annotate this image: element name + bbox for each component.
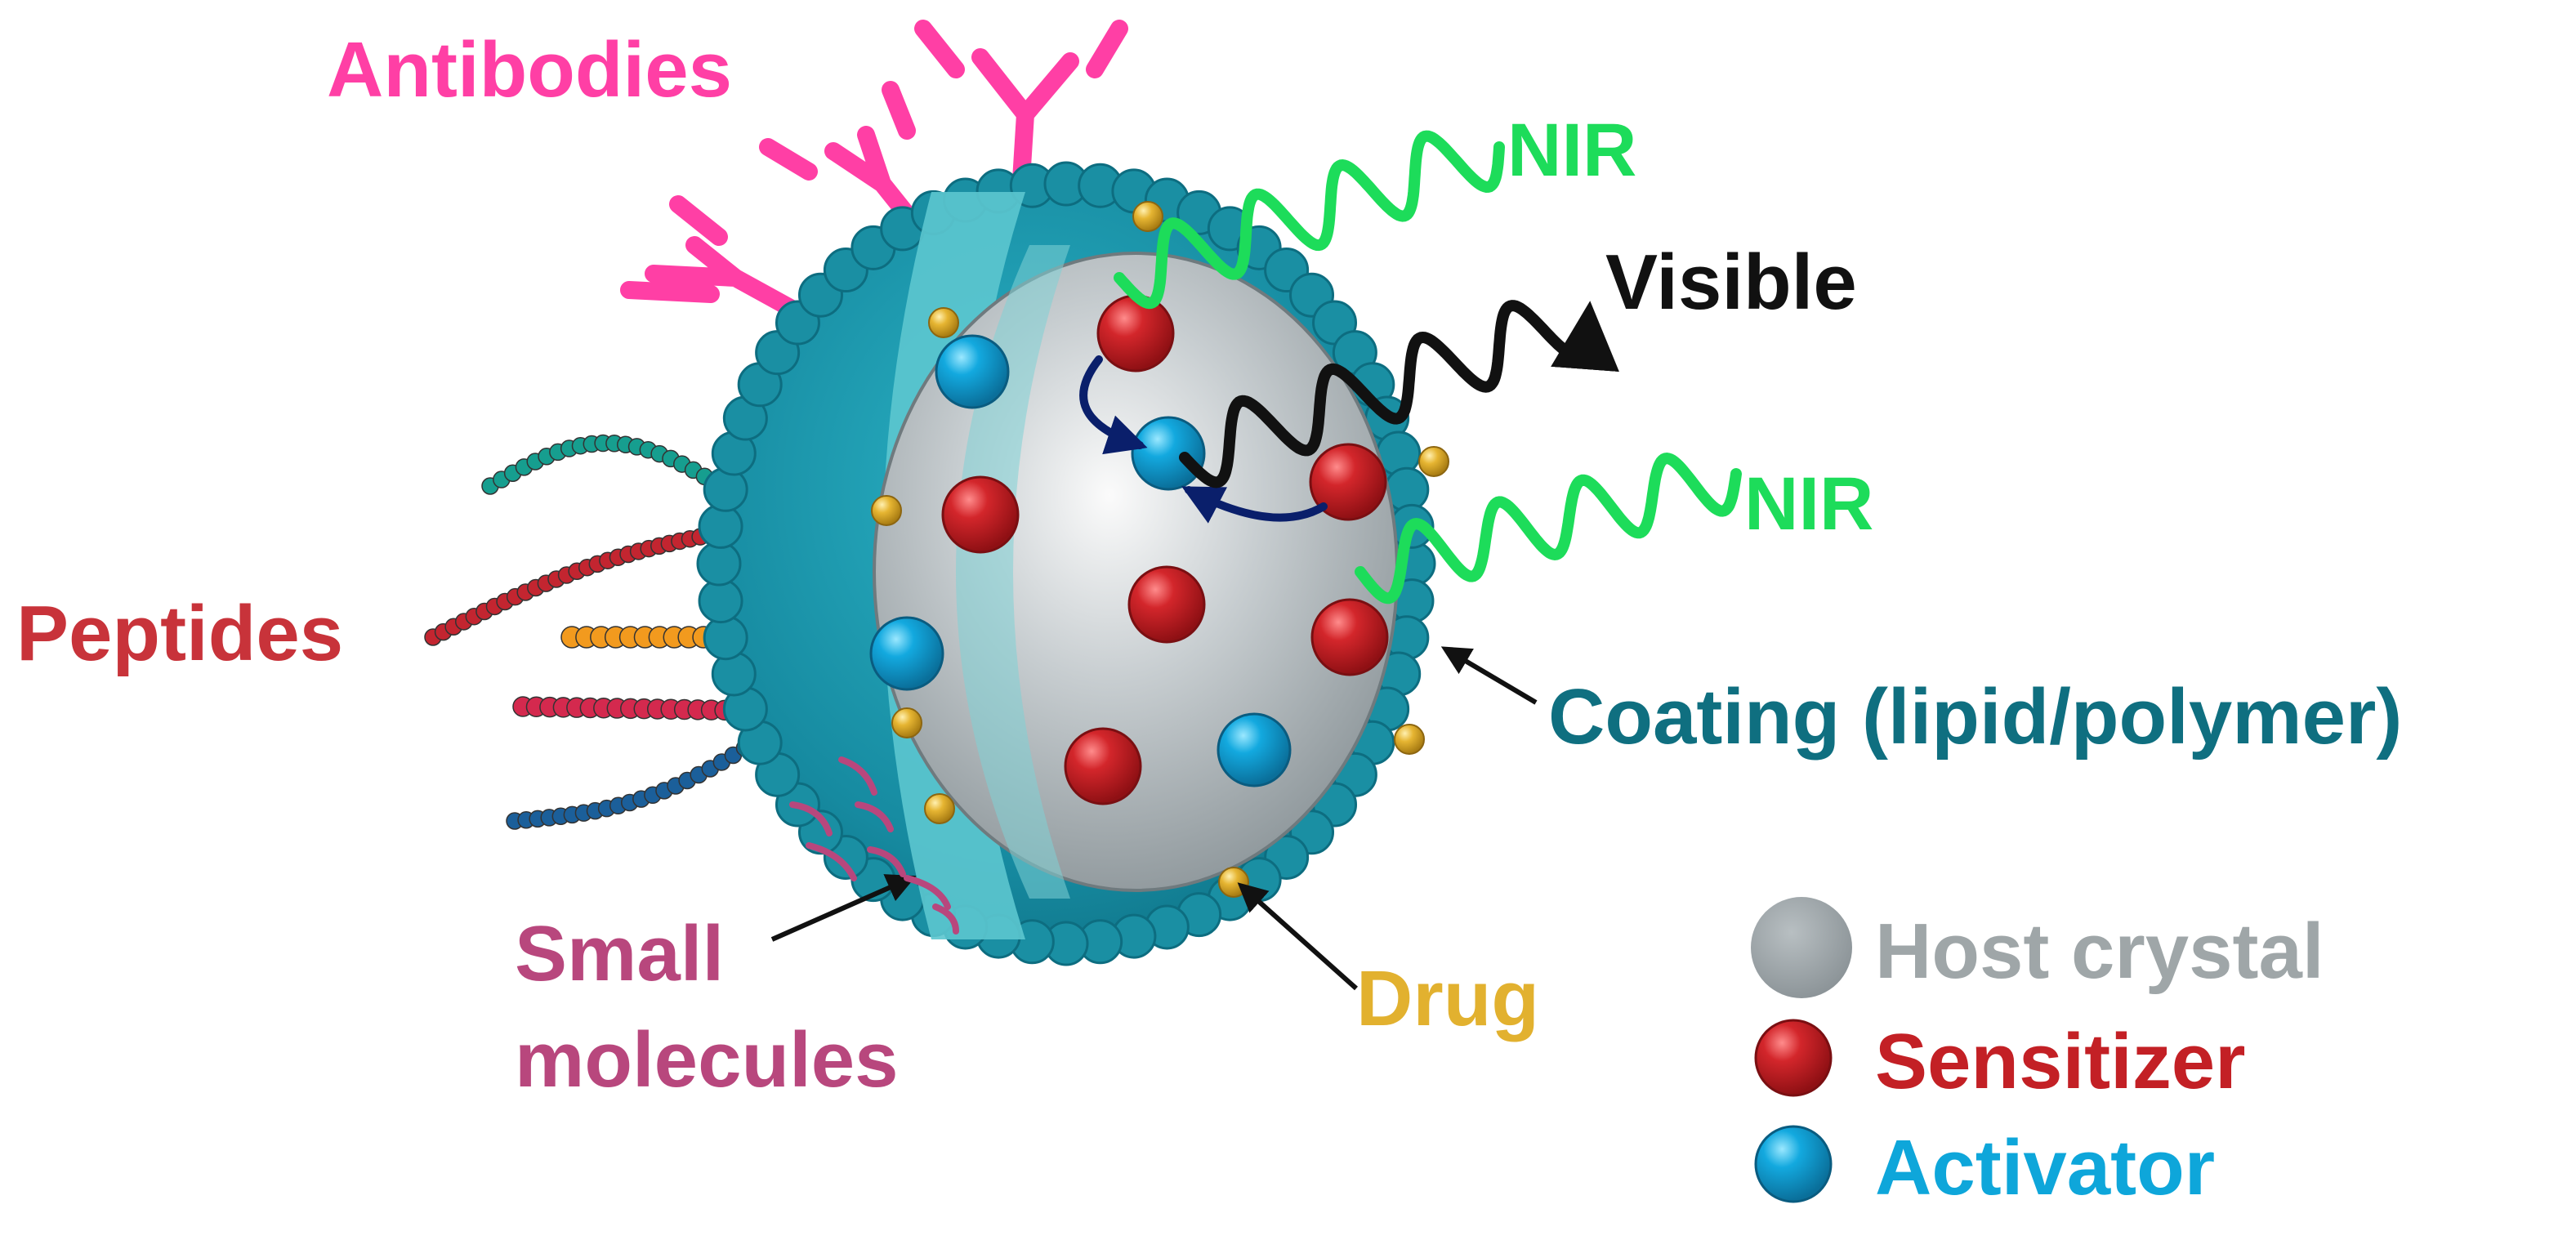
small-molecules-label-line2: molecules [515, 1016, 899, 1104]
energy-transfer-arrow-1 [1079, 355, 1148, 455]
energy-transfer-arrows [1079, 355, 1328, 524]
dopant-ions [869, 294, 1389, 805]
drug-particle [871, 495, 902, 526]
drug-particle [924, 793, 955, 824]
legend-activator-swatch [1754, 1125, 1833, 1203]
coating-label: Coating (lipid/polymer) [1548, 673, 2402, 761]
small-molecules-label-line1: Small [515, 910, 724, 997]
nir-label-right: NIR [1744, 462, 1873, 546]
drug-label: Drug [1356, 955, 1539, 1042]
small-molecules-group [789, 756, 959, 935]
activator-ion [1131, 416, 1206, 491]
nir-wave-top [1114, 130, 1505, 310]
nir-wave-right [1355, 453, 1742, 604]
coating-bump [698, 503, 743, 549]
sensitizer-ion [941, 475, 1020, 554]
sensitizer-ion [1127, 565, 1206, 644]
antibodies-label: Antibodies [327, 26, 732, 114]
sensitizer-ion [1064, 727, 1142, 805]
drug-particle [891, 707, 922, 738]
coating-cut-face [956, 245, 1070, 899]
antibody-icon [914, 20, 1128, 189]
drug-particle [1418, 446, 1449, 477]
nir-label-top: NIR [1507, 109, 1636, 192]
small-molecules-pointer [770, 874, 917, 942]
activator-ion [869, 616, 944, 691]
legend-activator-label: Activator [1875, 1124, 2215, 1211]
drug-particles [871, 201, 1449, 898]
antibody-icon [620, 195, 826, 332]
activator-ion [1217, 712, 1292, 787]
drug-particle [928, 307, 959, 338]
drug-particle [1132, 201, 1163, 232]
legend-host-crystal-swatch [1751, 897, 1852, 998]
legend: Host crystal Sensitizer Activator [1751, 897, 2324, 1211]
drug-particle [1394, 724, 1425, 755]
energy-transfer-arrow-2 [1181, 486, 1328, 524]
sensitizer-ion [1096, 294, 1175, 372]
visible-label: Visible [1605, 239, 1857, 326]
activator-ion [935, 334, 1010, 409]
sensitizer-ion [1310, 598, 1389, 676]
coating-pointer [1440, 646, 1538, 705]
sensitizer-ion [1309, 443, 1387, 521]
visible-wave [1179, 300, 1619, 488]
drug-particle [1218, 867, 1249, 898]
peptides-label: Peptides [16, 590, 343, 677]
drug-pointer [1237, 882, 1358, 991]
coating-bump [703, 615, 748, 661]
legend-host-crystal-label: Host crystal [1875, 908, 2324, 995]
legend-sensitizer-swatch [1754, 1019, 1833, 1097]
legend-sensitizer-label: Sensitizer [1875, 1018, 2246, 1105]
